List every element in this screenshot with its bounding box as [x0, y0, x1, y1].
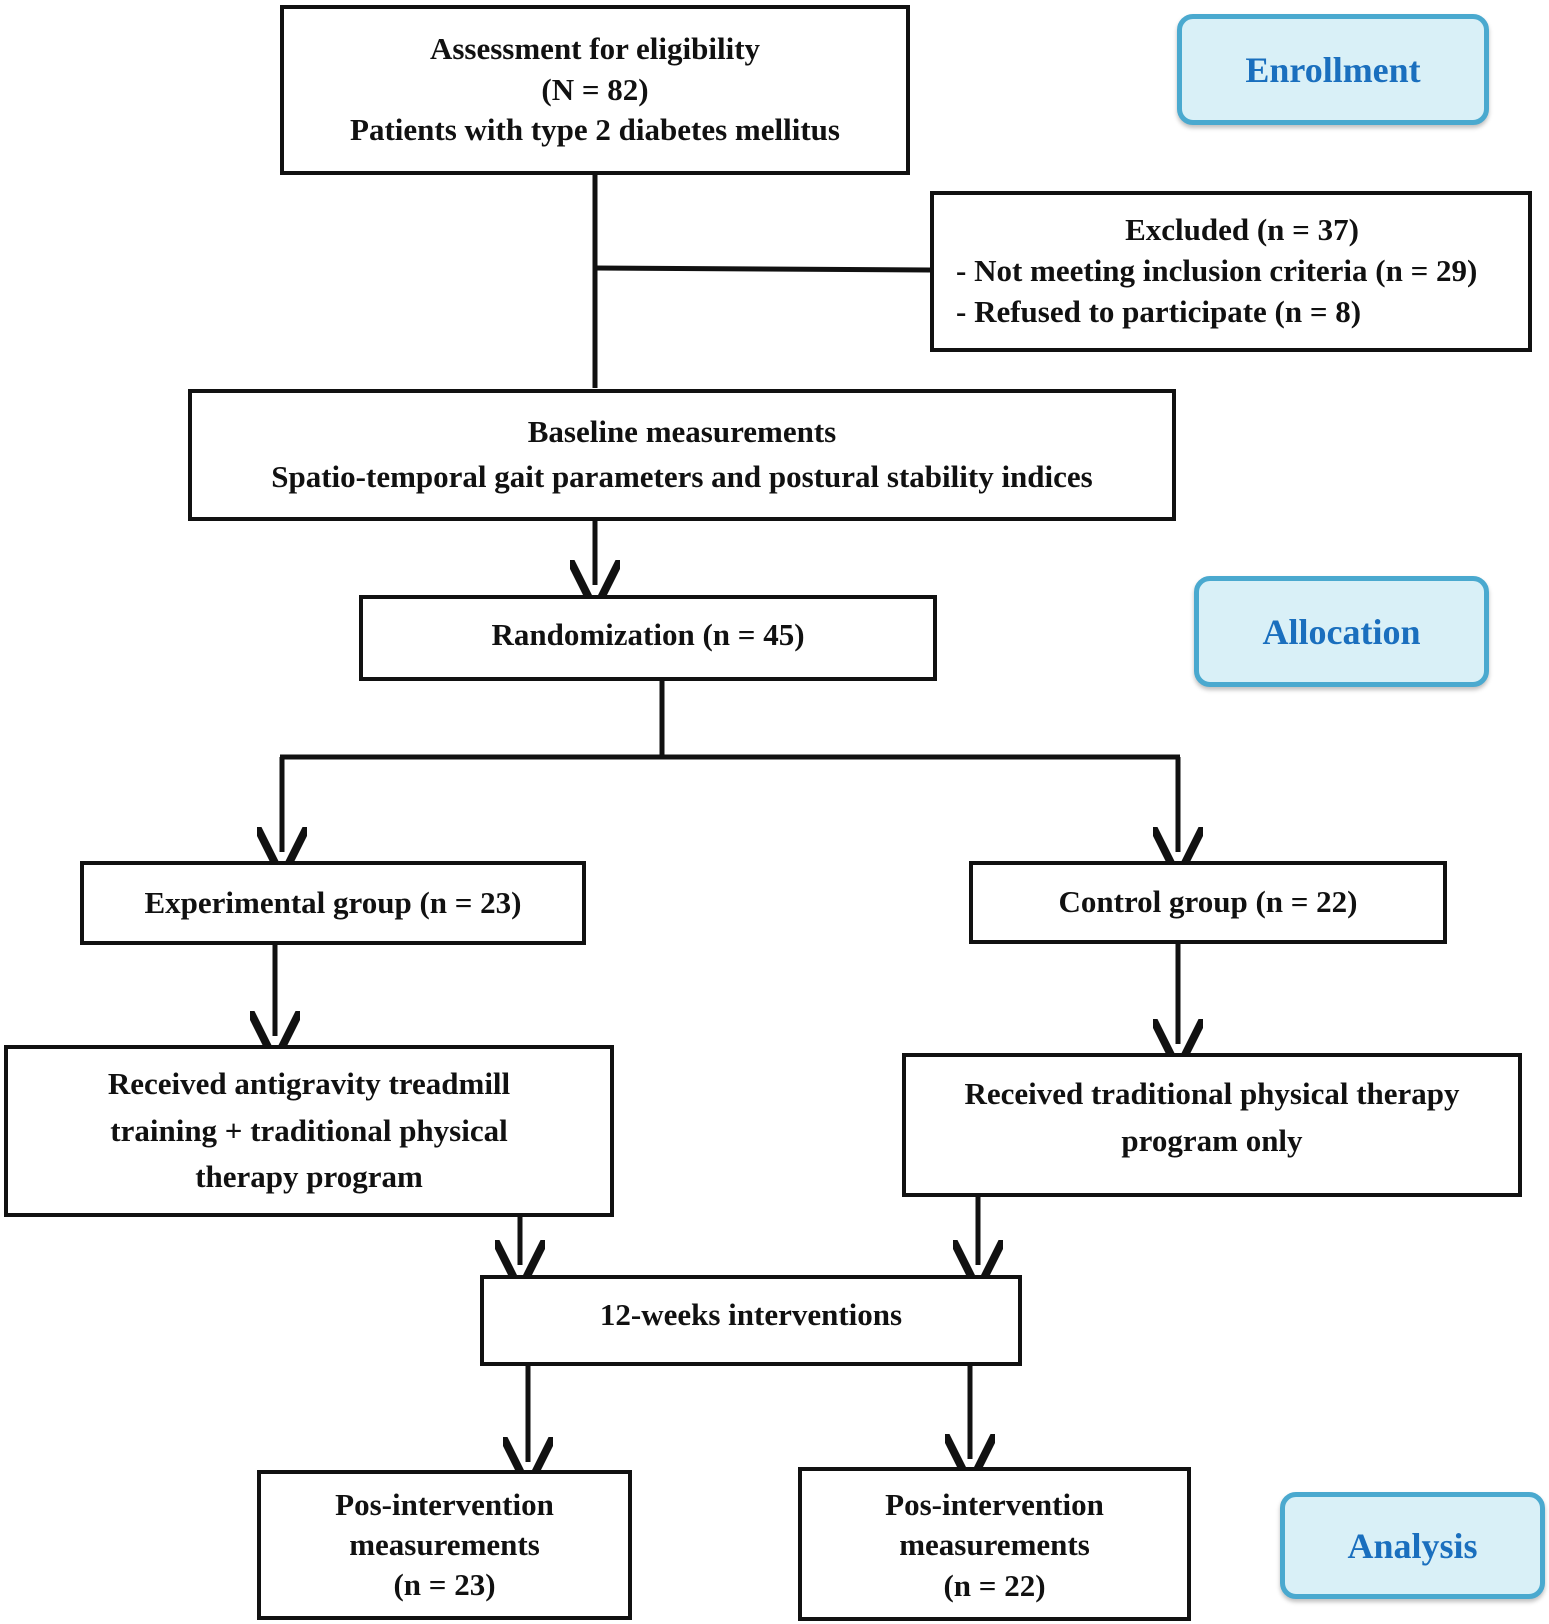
post-intervention-experimental-box: Pos-intervention measurements (n = 23) — [257, 1470, 632, 1620]
baseline-box: Baseline measurements Spatio-temporal ga… — [188, 389, 1176, 521]
control-treatment-box: Received traditional physical therapy pr… — [902, 1053, 1522, 1197]
experimental-treatment-line-3: therapy program — [195, 1159, 423, 1195]
assessment-title: Assessment for eligibility — [429, 30, 761, 66]
stage-analysis-label: Analysis — [1347, 1525, 1478, 1566]
stage-allocation-label: Allocation — [1262, 611, 1421, 652]
stage-enrollment: Enrollment — [1177, 14, 1489, 125]
excluded-reason-refused: - Refused to participate (n = 8) — [956, 293, 1362, 329]
intervention-box: 12-weeks interventions — [480, 1275, 1022, 1366]
experimental-group-label: Experimental group (n = 23) — [144, 884, 522, 920]
assessment-count: (N = 82) — [541, 71, 649, 107]
stage-allocation: Allocation — [1194, 576, 1489, 687]
baseline-description: Spatio-temporal gait parameters and post… — [271, 459, 1093, 494]
assessment-box: Assessment for eligibility (N = 82) Pati… — [280, 5, 910, 175]
stage-enrollment-label: Enrollment — [1245, 49, 1421, 90]
control-treatment-line-1: Received traditional physical therapy — [964, 1076, 1460, 1111]
post-control-line-2: measurements — [899, 1527, 1090, 1563]
control-group-box: Control group (n = 22) — [969, 861, 1447, 944]
experimental-treatment-box: Received antigravity treadmill training … — [4, 1045, 614, 1217]
post-experimental-line-1: Pos-intervention — [335, 1486, 554, 1522]
post-experimental-count: (n = 23) — [393, 1567, 496, 1603]
experimental-group-box: Experimental group (n = 23) — [80, 861, 586, 945]
excluded-reason-inclusion: - Not meeting inclusion criteria (n = 29… — [956, 253, 1478, 289]
line-to-excluded — [594, 265, 931, 273]
post-experimental-line-2: measurements — [349, 1526, 540, 1562]
assessment-population: Patients with type 2 diabetes mellitus — [350, 112, 840, 148]
randomization-label: Randomization (n = 45) — [491, 617, 805, 652]
randomization-box: Randomization (n = 45) — [359, 595, 937, 681]
post-control-count: (n = 22) — [943, 1567, 1046, 1603]
intervention-label: 12-weeks interventions — [599, 1297, 903, 1332]
post-intervention-control-box: Pos-intervention measurements (n = 22) — [798, 1467, 1191, 1621]
experimental-treatment-line-1: Received antigravity treadmill — [107, 1066, 511, 1102]
stage-analysis: Analysis — [1280, 1492, 1545, 1599]
control-group-label: Control group (n = 22) — [1058, 884, 1358, 920]
baseline-title: Baseline measurements — [527, 414, 837, 450]
excluded-box: Excluded (n = 37) - Not meeting inclusio… — [930, 191, 1532, 352]
post-control-line-1: Pos-intervention — [885, 1487, 1104, 1522]
experimental-treatment-line-2: training + traditional physical — [110, 1112, 508, 1148]
excluded-title: Excluded (n = 37) — [1125, 212, 1359, 248]
control-treatment-line-2: program only — [1121, 1122, 1303, 1158]
